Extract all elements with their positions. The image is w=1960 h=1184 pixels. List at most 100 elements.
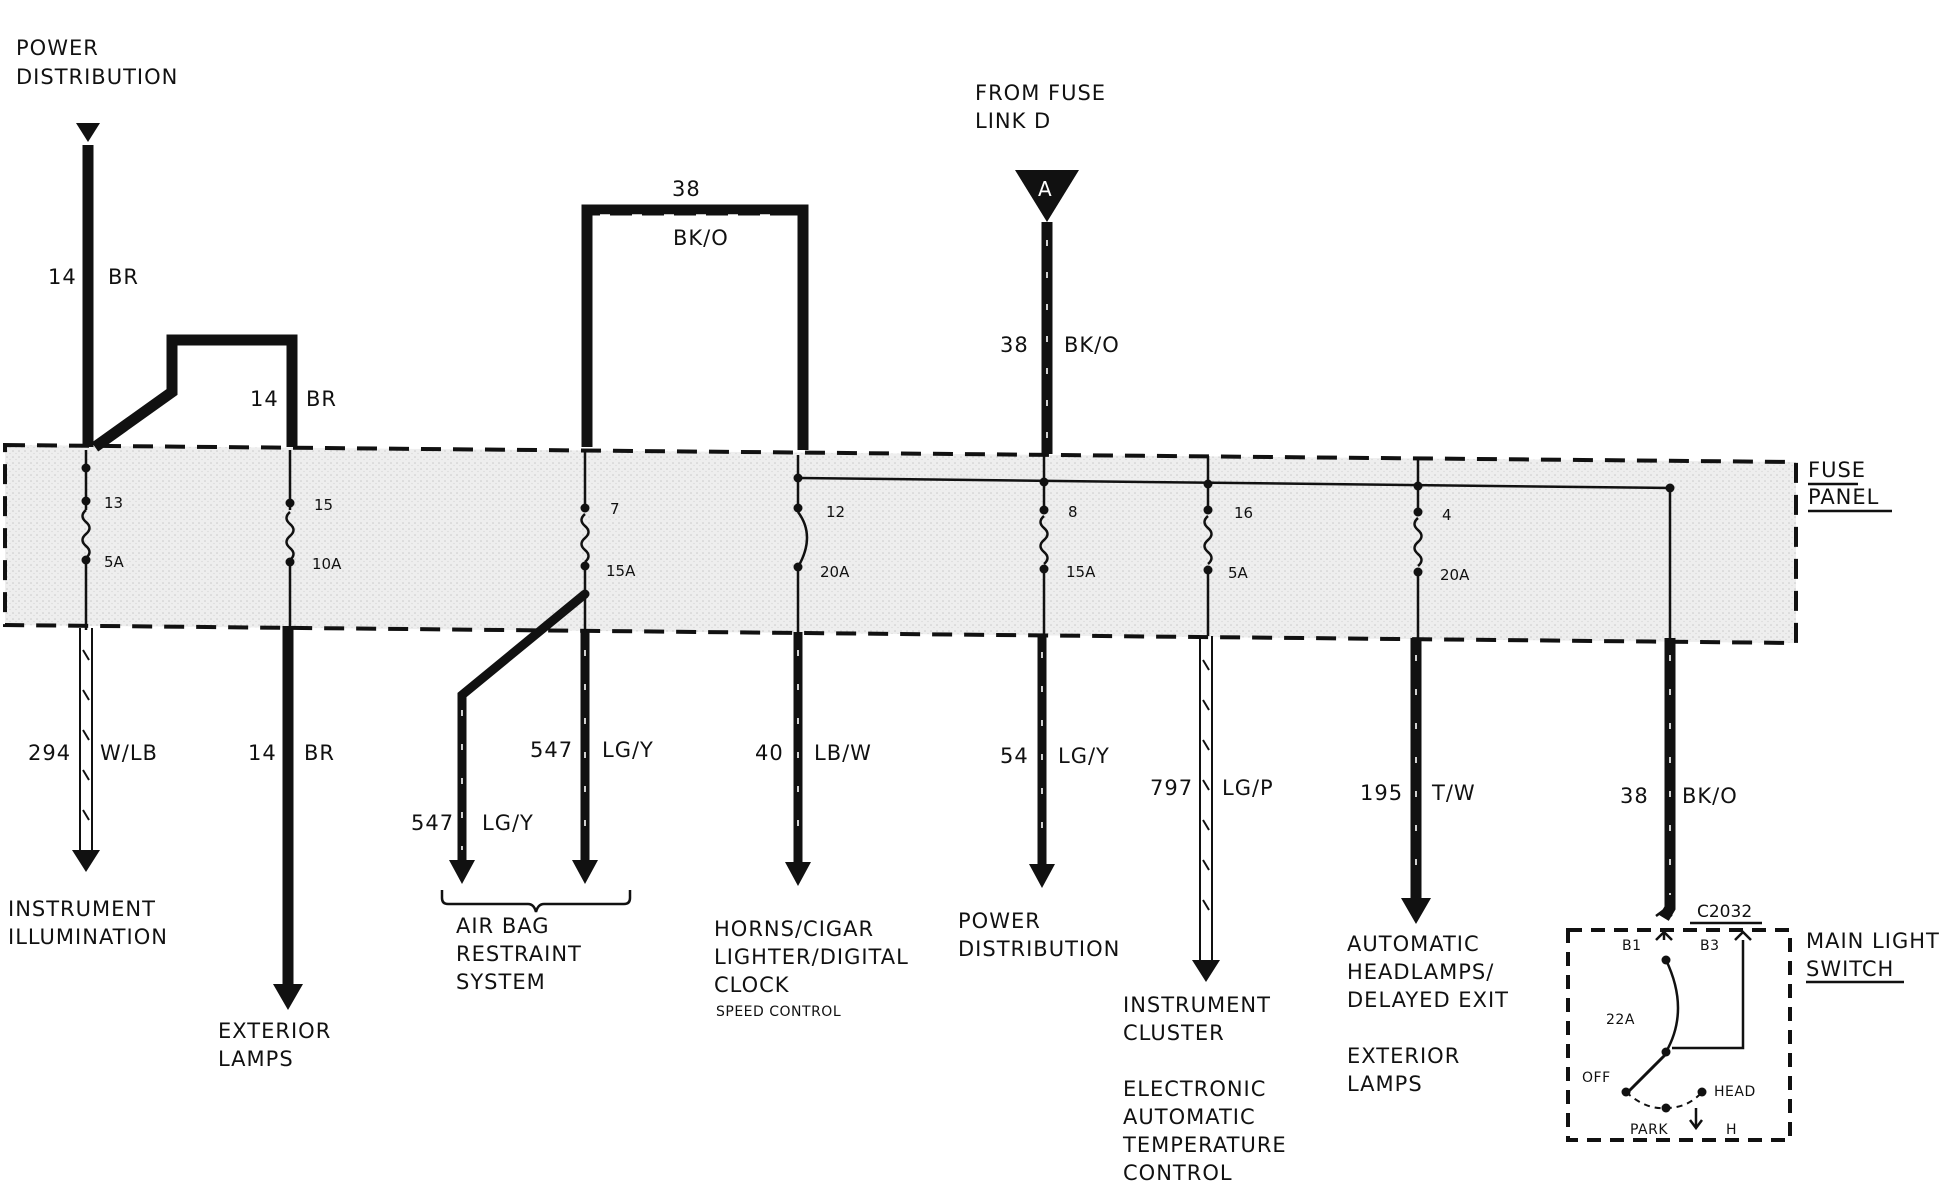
fuse-13-element-icon xyxy=(81,509,91,559)
switch-pin-b1-icon xyxy=(1655,930,1673,941)
switch-connector-label: C2032 xyxy=(1697,902,1752,922)
lower-wire-6-color: LG/Y xyxy=(1058,744,1110,768)
connector-a-icon xyxy=(1015,170,1079,222)
upper-wire-2-color: BR xyxy=(306,387,337,411)
dest-horns-3: CLOCK xyxy=(714,973,790,997)
fuse-4-number: 4 xyxy=(1442,506,1452,524)
lower-wire-797-arrow-icon xyxy=(1192,960,1220,982)
switch-b1-trace xyxy=(1664,959,1680,1053)
from-fuse-label-line1: FROM FUSE xyxy=(975,81,1106,105)
lower-wire-4-gauge: 547 xyxy=(530,738,573,762)
switch-off-label: OFF xyxy=(1582,1070,1611,1086)
lower-wire-2-gauge: 14 xyxy=(248,741,277,765)
lower-wire-294-wlb xyxy=(72,628,100,872)
lower-wire-7-color: LG/P xyxy=(1222,776,1274,800)
fuse-16-number: 16 xyxy=(1234,504,1253,522)
dest-eatc-1: ELECTRONIC xyxy=(1123,1077,1266,1101)
from-fuse-label-line2: LINK D xyxy=(975,109,1051,133)
fuse-15-element-icon xyxy=(285,511,295,561)
lower-wire-6-gauge: 54 xyxy=(1000,744,1029,768)
fuse-7-element-icon xyxy=(580,513,590,563)
lower-wire-1-color: W/LB xyxy=(100,741,158,765)
switch-pin-b3-icon xyxy=(1734,930,1752,941)
dest-instrument-cluster-2: CLUSTER xyxy=(1123,1021,1225,1045)
upper-wire-38-bko-loop xyxy=(581,204,809,450)
fuse-15-number: 15 xyxy=(314,496,333,514)
connector-a-label: A xyxy=(1038,177,1052,201)
dest-exterior-lamps-1: EXTERIOR xyxy=(218,1019,331,1043)
lower-wire-1-gauge: 294 xyxy=(28,741,71,765)
dest-power-distribution-2: DISTRIBUTION xyxy=(958,937,1120,961)
fuse-8: 8 15A xyxy=(1039,455,1096,636)
dest-exterior-lamps-2: LAMPS xyxy=(218,1047,294,1071)
fuse-12: 12 20A xyxy=(793,455,850,634)
dest-horns-1: HORNS/CIGAR xyxy=(714,917,874,941)
dest-horns-2: LIGHTER/DIGITAL xyxy=(714,945,909,969)
lower-wire-797-lgp xyxy=(1192,636,1220,982)
upper-wire-3-color: BK/O xyxy=(673,226,729,250)
bus-end-junction xyxy=(1665,483,1675,493)
fuse-4: 4 20A xyxy=(1413,458,1470,638)
lower-wire-547-branch-arrow-icon xyxy=(449,860,475,884)
fuse-15-rating: 10A xyxy=(312,555,342,573)
switch-pin-b1: B1 xyxy=(1622,938,1642,954)
fuse-panel-label-line1: FUSE xyxy=(1808,458,1866,482)
dest-air-bag-3: SYSTEM xyxy=(456,970,546,994)
fuse-panel-label-line2: PANEL xyxy=(1808,485,1879,509)
dest-eatc-4: CONTROL xyxy=(1123,1161,1233,1184)
fuse-8-element-icon xyxy=(1039,515,1049,565)
switch-positions-arc xyxy=(1625,1091,1703,1110)
fuse-16-element-icon xyxy=(1203,515,1213,565)
lower-wire-3-gauge: 547 xyxy=(411,811,454,835)
lower-wire-547-main-arrow-icon xyxy=(572,860,598,884)
fuse-8-number: 8 xyxy=(1068,503,1078,521)
fuse-7-rating: 15A xyxy=(606,562,636,580)
lower-wire-14-br-arrow-icon xyxy=(273,984,303,1010)
power-distribution-connector-icon xyxy=(76,123,100,142)
lower-wire-8-gauge: 195 xyxy=(1360,781,1403,805)
switch-head-label: HEAD xyxy=(1714,1084,1756,1100)
power-distribution-label-line2: DISTRIBUTION xyxy=(16,65,178,89)
fuse-panel: FUSE PANEL xyxy=(3,442,1892,646)
lower-wire-9-gauge: 38 xyxy=(1620,784,1649,808)
fuse-16-rating: 5A xyxy=(1228,564,1249,582)
dest-instrument-cluster-1: INSTRUMENT xyxy=(1123,993,1271,1017)
power-distribution-label-line1: POWER xyxy=(16,36,99,60)
lower-wire-8-color: T/W xyxy=(1431,781,1476,805)
fuse-12-number: 12 xyxy=(826,503,845,521)
lower-wire-5-color: LB/W xyxy=(814,741,872,765)
dest-exterior-lamps-2-2: LAMPS xyxy=(1347,1072,1423,1096)
upper-wire-2-gauge: 14 xyxy=(250,387,279,411)
dest-power-distribution-1: POWER xyxy=(958,909,1041,933)
lower-wire-9-color: BK/O xyxy=(1682,784,1738,808)
lower-wire-2-color: BR xyxy=(304,741,335,765)
upper-wire-4-gauge: 38 xyxy=(1000,333,1029,357)
switch-circuit-22a: 22A xyxy=(1606,1012,1635,1028)
switch-h-label: H xyxy=(1726,1122,1737,1138)
main-light-switch-box xyxy=(1566,928,1792,1142)
dest-instrument-illumination-2: ILLUMINATION xyxy=(8,925,168,949)
lower-wire-40-arrow-icon xyxy=(785,862,811,886)
fuse-12-element-icon xyxy=(796,511,809,568)
dest-air-bag-1: AIR BAG xyxy=(456,914,550,938)
lower-wire-38-bko xyxy=(1659,638,1676,921)
switch-park-label: PARK xyxy=(1630,1122,1668,1138)
lower-wire-3-color: LG/Y xyxy=(482,811,534,835)
lower-wire-294-arrow-icon xyxy=(72,850,100,872)
switch-b3-trace xyxy=(1672,940,1745,1050)
lower-wire-7-gauge: 797 xyxy=(1150,776,1193,800)
fuse-7-number: 7 xyxy=(610,500,620,518)
upper-wire-3-gauge: 38 xyxy=(672,177,701,201)
lower-wire-54-arrow-icon xyxy=(1029,864,1055,888)
fuse-16: 16 5A xyxy=(1203,456,1253,636)
dest-auto-headlamps-3: DELAYED EXIT xyxy=(1347,988,1509,1012)
main-light-switch: C2032 MAIN LIGHT SWITCH B1 B3 22A OFF HE… xyxy=(1566,902,1940,1142)
fuse-13: 13 5A xyxy=(81,450,125,630)
lower-wire-4-color: LG/Y xyxy=(602,738,654,762)
fuse-13-rating: 5A xyxy=(104,553,125,571)
fuse-13-number: 13 xyxy=(104,494,123,512)
switch-label-line1: MAIN LIGHT xyxy=(1806,929,1940,953)
upper-wire-14-br-jog xyxy=(91,334,298,452)
dest-auto-headlamps-1: AUTOMATIC xyxy=(1347,932,1480,956)
